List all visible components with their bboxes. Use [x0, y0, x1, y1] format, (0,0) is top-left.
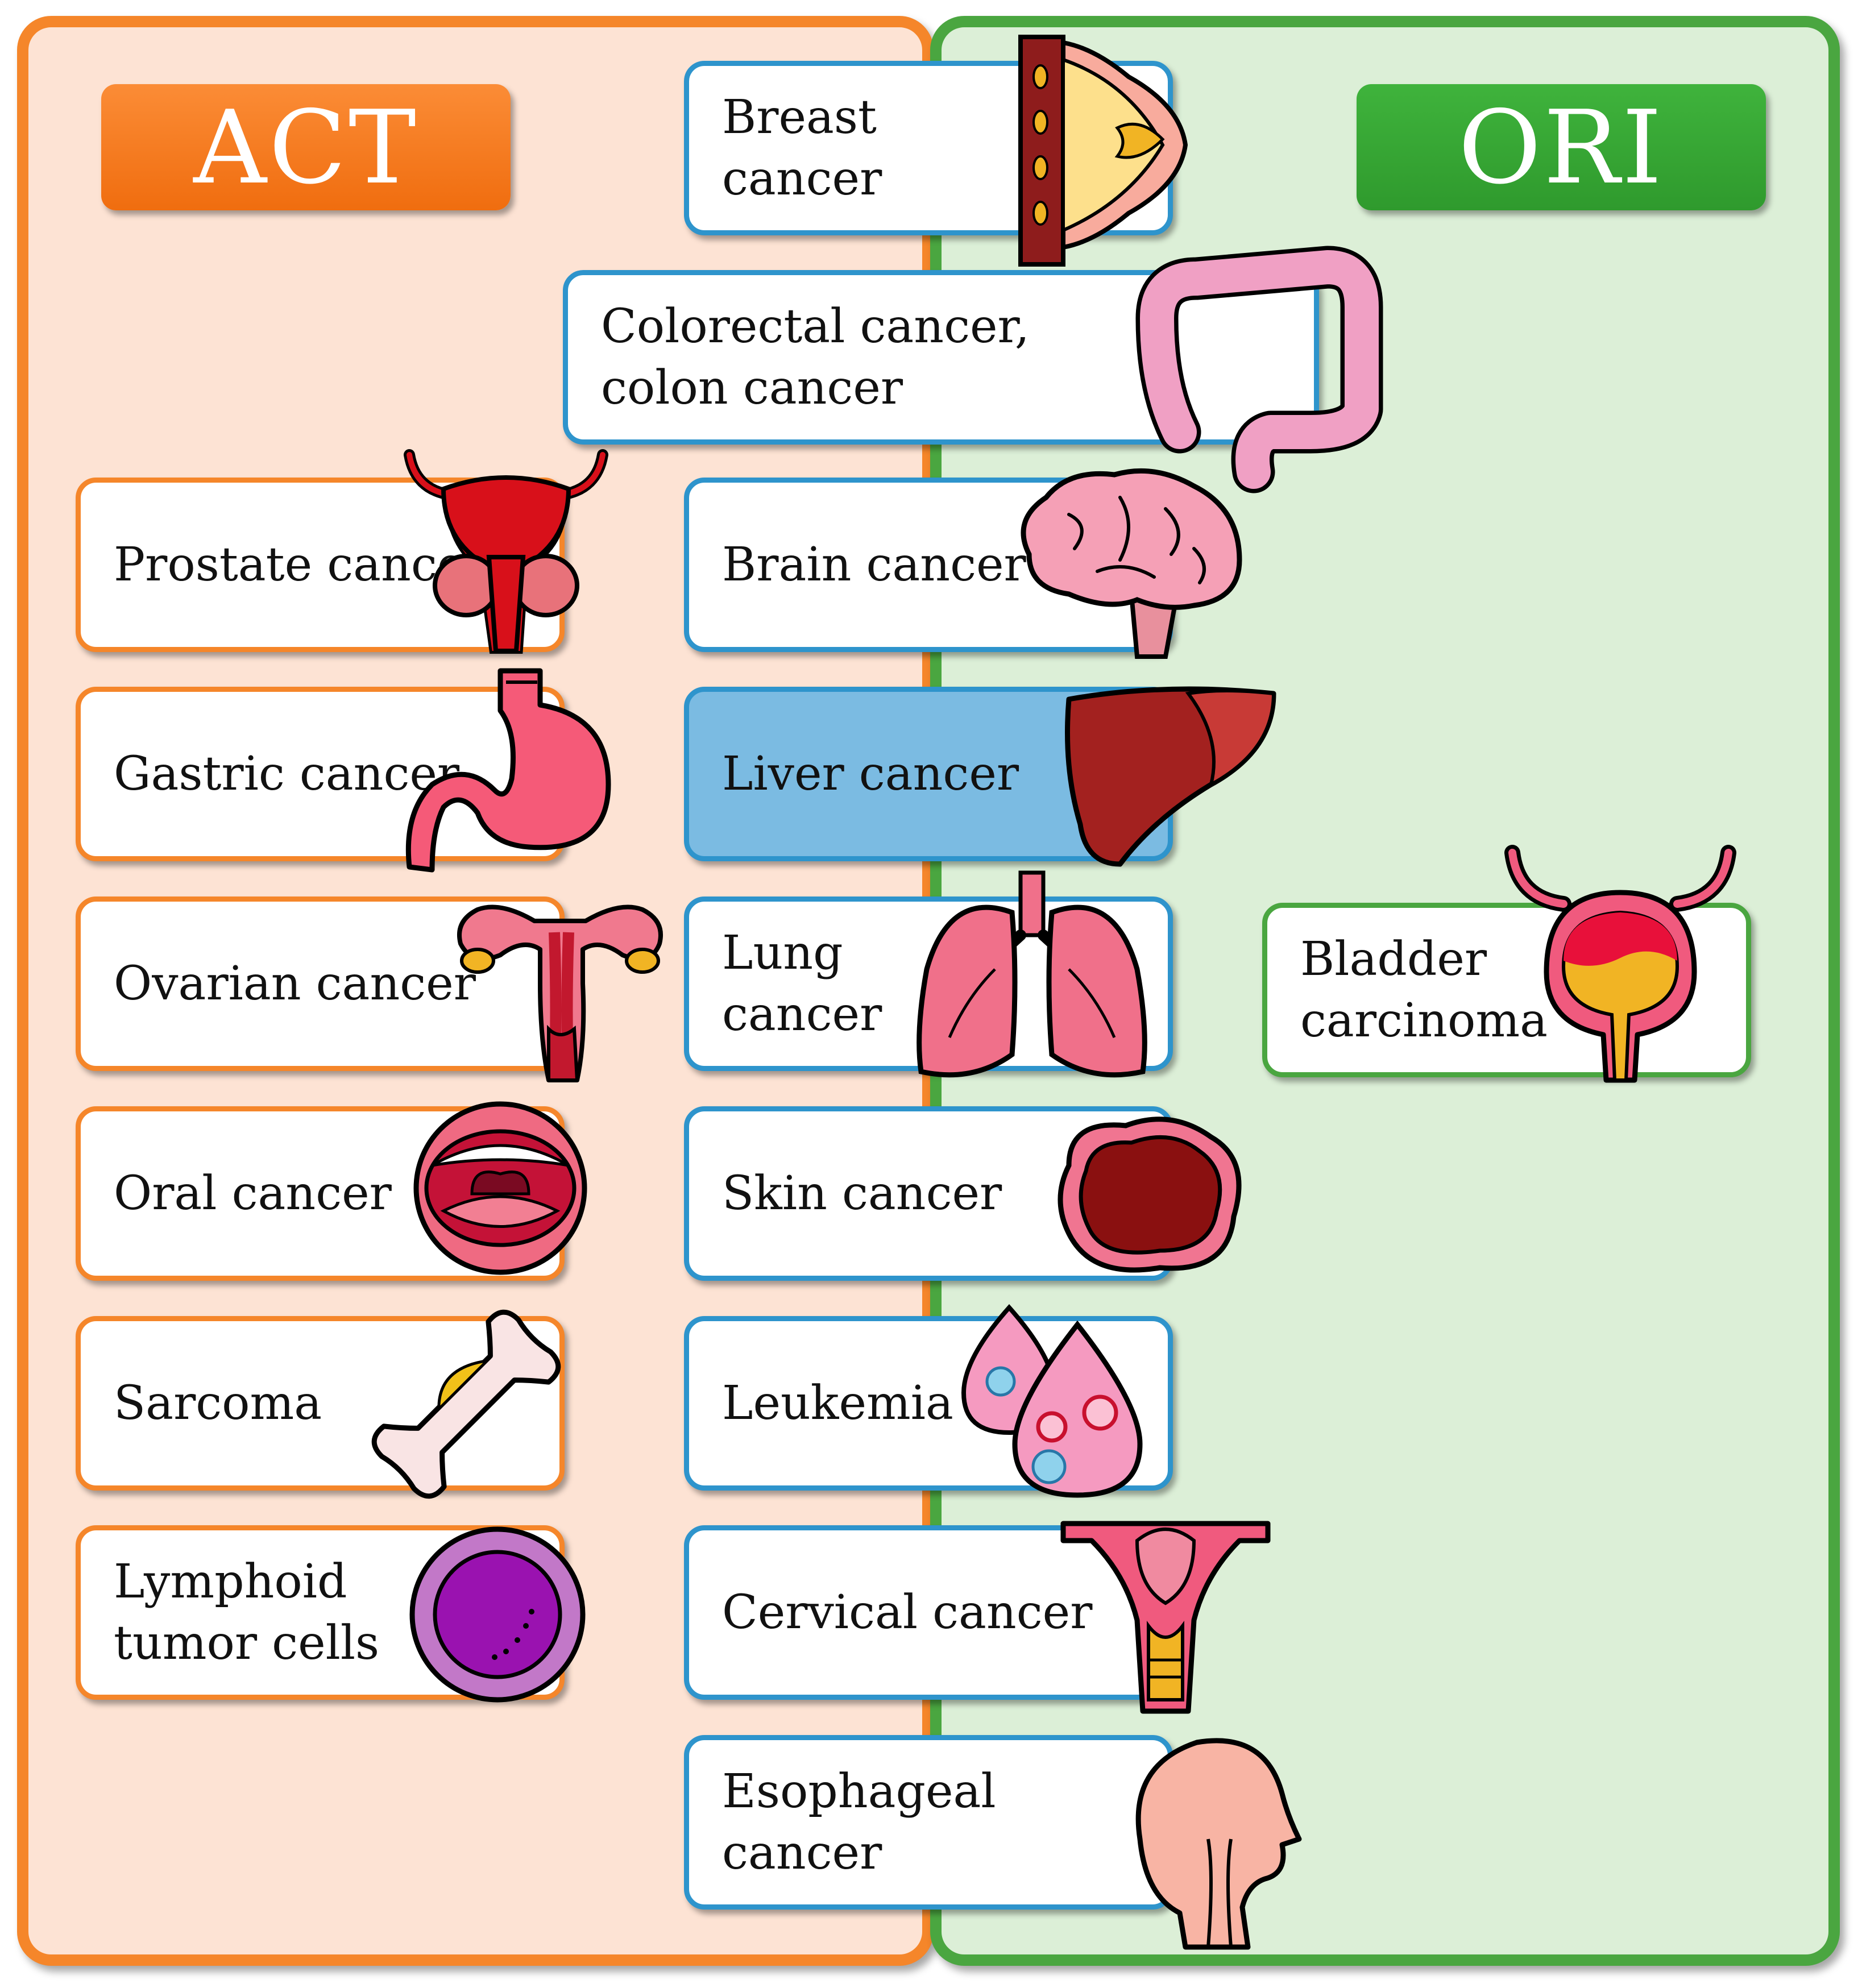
card-label: Sarcoma: [114, 1376, 322, 1430]
card-label-line1: Breast: [722, 90, 877, 144]
act-header: ACT: [101, 84, 511, 210]
head-esophagus-icon: [1135, 1738, 1302, 1950]
card-label-line2: cancer: [722, 151, 882, 206]
card-label-line1: Colorectal cancer,: [601, 299, 1030, 354]
card-label-line2: colon cancer: [601, 360, 903, 415]
brain-icon: [1021, 468, 1242, 659]
card-label: Prostate cancer: [114, 537, 487, 592]
card-ovarian-cancer: Ovarian cancer: [76, 897, 565, 1071]
card-label: Gastric cancer: [114, 746, 460, 801]
skin-lesion-icon: [1058, 1117, 1242, 1273]
open-mouth-icon: [413, 1101, 587, 1275]
ori-header: ORI: [1357, 84, 1766, 210]
colon-icon: [1135, 246, 1383, 493]
ovary-uterus-icon: [457, 904, 663, 1082]
card-gastric-cancer: Gastric cancer: [76, 687, 565, 861]
lungs-icon: [917, 870, 1147, 1078]
card-label: Cervical cancer: [722, 1585, 1093, 1640]
card-esophageal-cancer: Esophageal cancer: [684, 1735, 1173, 1910]
card-label-line2: carcinoma: [1300, 993, 1548, 1048]
bone-icon: [371, 1309, 561, 1499]
card-label: Brain cancer: [722, 537, 1026, 592]
card-label-line1: Esophageal: [722, 1764, 996, 1819]
card-label: Liver cancer: [722, 746, 1019, 801]
card-bladder-carcinoma: Bladder carcinoma: [1262, 903, 1751, 1077]
breast-icon: [1018, 35, 1188, 267]
card-label-line1: Lung: [722, 925, 843, 980]
card-label-line2: cancer: [722, 987, 882, 1041]
card-cervical-cancer: Cervical cancer: [684, 1525, 1173, 1700]
blood-drops-icon: [961, 1304, 1143, 1498]
card-label-line2: tumor cells: [114, 1616, 380, 1670]
liver-icon: [1065, 686, 1276, 867]
card-label-line2: cancer: [722, 1825, 882, 1880]
card-label: Ovarian cancer: [114, 956, 476, 1011]
card-label-line1: Lymphoid: [114, 1554, 347, 1609]
cervix-icon: [1060, 1521, 1271, 1714]
card-label: Oral cancer: [114, 1166, 392, 1221]
prostate-icon: [404, 449, 608, 654]
card-label-line1: Bladder: [1300, 932, 1487, 986]
card-label: Leukemia: [722, 1376, 953, 1430]
bladder-icon: [1504, 845, 1736, 1083]
lymphocyte-icon: [409, 1526, 586, 1703]
card-label: Skin cancer: [722, 1166, 1002, 1221]
stomach-icon: [405, 668, 611, 873]
